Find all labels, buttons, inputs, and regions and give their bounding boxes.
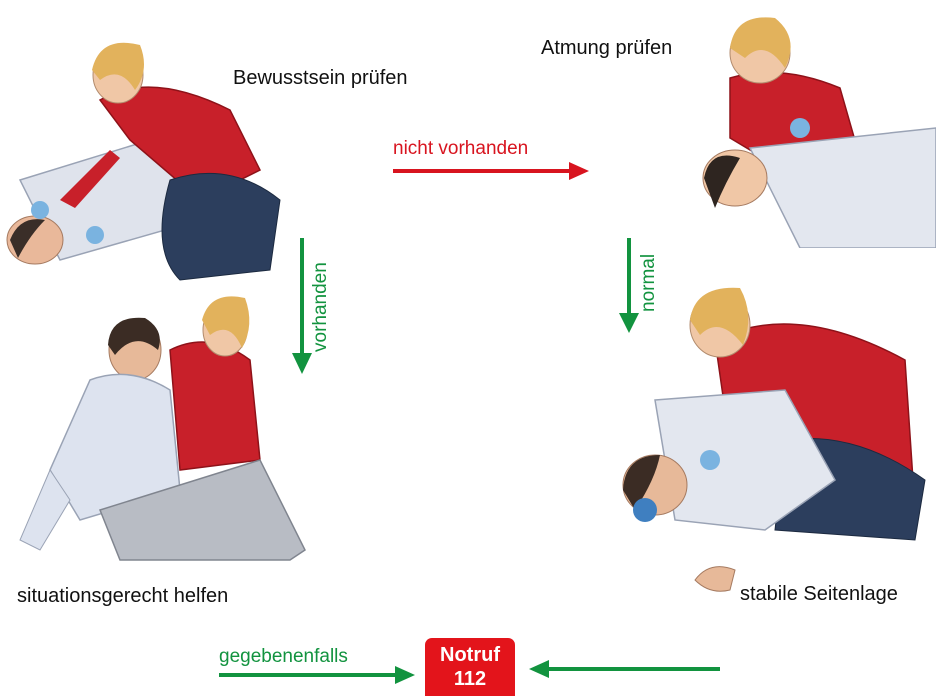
- label-check-consciousness: Bewusstsein prüfen: [233, 67, 408, 90]
- arrow-label-present: vorhanden: [310, 262, 332, 352]
- label-check-breathing: Atmung prüfen: [541, 37, 672, 60]
- arrow-to-emergency-call: [525, 658, 725, 680]
- arrow-label-absent: nicht vorhanden: [393, 138, 528, 160]
- emergency-call-number: 112: [425, 667, 515, 691]
- emergency-call-badge: Notruf 112: [425, 638, 515, 696]
- label-help-situationally: situationsgerecht helfen: [17, 585, 228, 608]
- arrow-label-normal: normal: [638, 254, 660, 312]
- emergency-call-label: Notruf: [425, 643, 515, 667]
- arrow-if-applicable: [219, 664, 419, 686]
- label-recovery-position: stabile Seitenlage: [740, 583, 898, 606]
- illustration-help-situationally: [10, 290, 310, 580]
- illustration-recovery-position: [615, 280, 936, 600]
- arrow-absent: [393, 160, 593, 182]
- illustration-check-breathing: [690, 8, 936, 248]
